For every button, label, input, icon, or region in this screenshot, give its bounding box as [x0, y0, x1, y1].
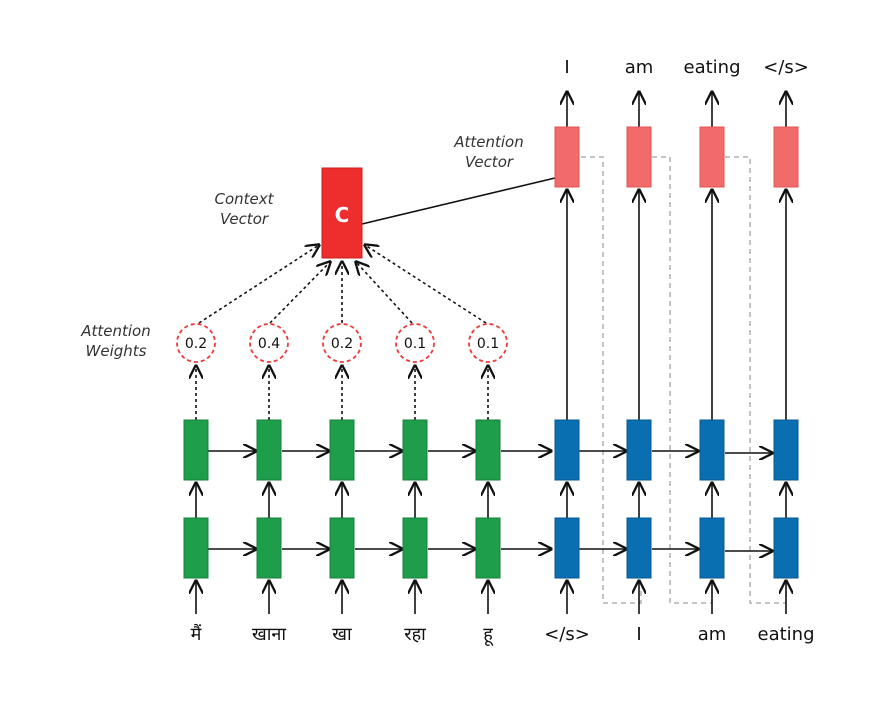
feedback-line [725, 156, 787, 604]
decoder-cell [554, 517, 580, 579]
feedback-line [652, 156, 713, 604]
decoder-output-words: I am eating </s> [564, 57, 808, 78]
vertical-links [196, 92, 786, 614]
decoder-input-word: I [636, 624, 641, 645]
weight-value: 0.4 [258, 336, 280, 352]
weight-value: 0.1 [404, 336, 426, 352]
decoder-cell [699, 419, 725, 481]
decoder-output-word: am [625, 57, 654, 78]
encoder-input-word: मैं [191, 623, 203, 645]
encoder-cell [183, 517, 209, 579]
context-vector-title-line1: Context [214, 190, 274, 208]
encoder-input-word: रहा [404, 624, 426, 645]
decoder-input-word: </s> [544, 624, 590, 645]
attention-vector-cell [773, 126, 799, 188]
feedback-line [581, 156, 642, 604]
decoder-input-word: am [698, 624, 727, 645]
weight-value: 0.2 [331, 336, 353, 352]
encoder-input-word: खा [332, 624, 352, 645]
encoder-cell [256, 517, 282, 579]
decoder-layer-2 [554, 419, 799, 481]
decoder-input-word: eating [758, 624, 815, 645]
weight-circle [322, 323, 362, 363]
weight-circle [249, 323, 289, 363]
attention-weights-title-line2: Weights [86, 342, 147, 360]
decoder-output-word: I [564, 57, 569, 78]
attention-vector-cells [554, 126, 799, 188]
attention-vector-cell [626, 126, 652, 188]
decoder-layer-1 [554, 517, 799, 579]
encoder-layer-1 [183, 517, 501, 579]
attention-weight-circles [176, 323, 508, 363]
encoder-cell [183, 419, 209, 481]
encoder-layer-2 [183, 419, 501, 481]
decoder-output-word: eating [684, 57, 741, 78]
attention-vector-cell [699, 126, 725, 188]
attention-links [196, 245, 488, 420]
weight-circle [176, 323, 216, 363]
context-vector-label: C [335, 203, 350, 227]
encoder-cell [475, 419, 501, 481]
feedback-lines [581, 156, 787, 604]
decoder-cell [626, 517, 652, 579]
encoder-cell [402, 517, 428, 579]
decoder-cell [773, 517, 799, 579]
decoder-cell [626, 419, 652, 481]
decoder-output-word: </s> [763, 57, 809, 78]
weight-circle [395, 323, 435, 363]
encoder-links [208, 451, 772, 551]
context-vector-box [321, 167, 363, 259]
encoder-cell [256, 419, 282, 481]
decoder-input-words: </s> I am eating [544, 624, 814, 645]
encoder-input-word: खाना [252, 624, 286, 645]
decoder-cell [554, 419, 580, 481]
attention-vector-title-line2: Vector [465, 153, 514, 171]
attention-weights-title-line1: Attention [80, 322, 151, 340]
decoder-cell [699, 517, 725, 579]
context-vector-title-line2: Vector [220, 210, 269, 228]
encoder-input-words: मैं खाना खा रहा हू [191, 623, 495, 647]
encoder-input-word: हू [483, 624, 494, 647]
encoder-cell [402, 419, 428, 481]
attention-vector-cell [554, 126, 580, 188]
decoder-cell [773, 419, 799, 481]
attention-weight-values: 0.2 0.4 0.2 0.1 0.1 [185, 336, 499, 352]
weight-circle [468, 323, 508, 363]
attention-vector-title-line1: Attention [453, 133, 524, 151]
encoder-cell [475, 517, 501, 579]
weight-value: 0.2 [185, 336, 207, 352]
weight-value: 0.1 [477, 336, 499, 352]
encoder-cell [329, 517, 355, 579]
encoder-cell [329, 419, 355, 481]
